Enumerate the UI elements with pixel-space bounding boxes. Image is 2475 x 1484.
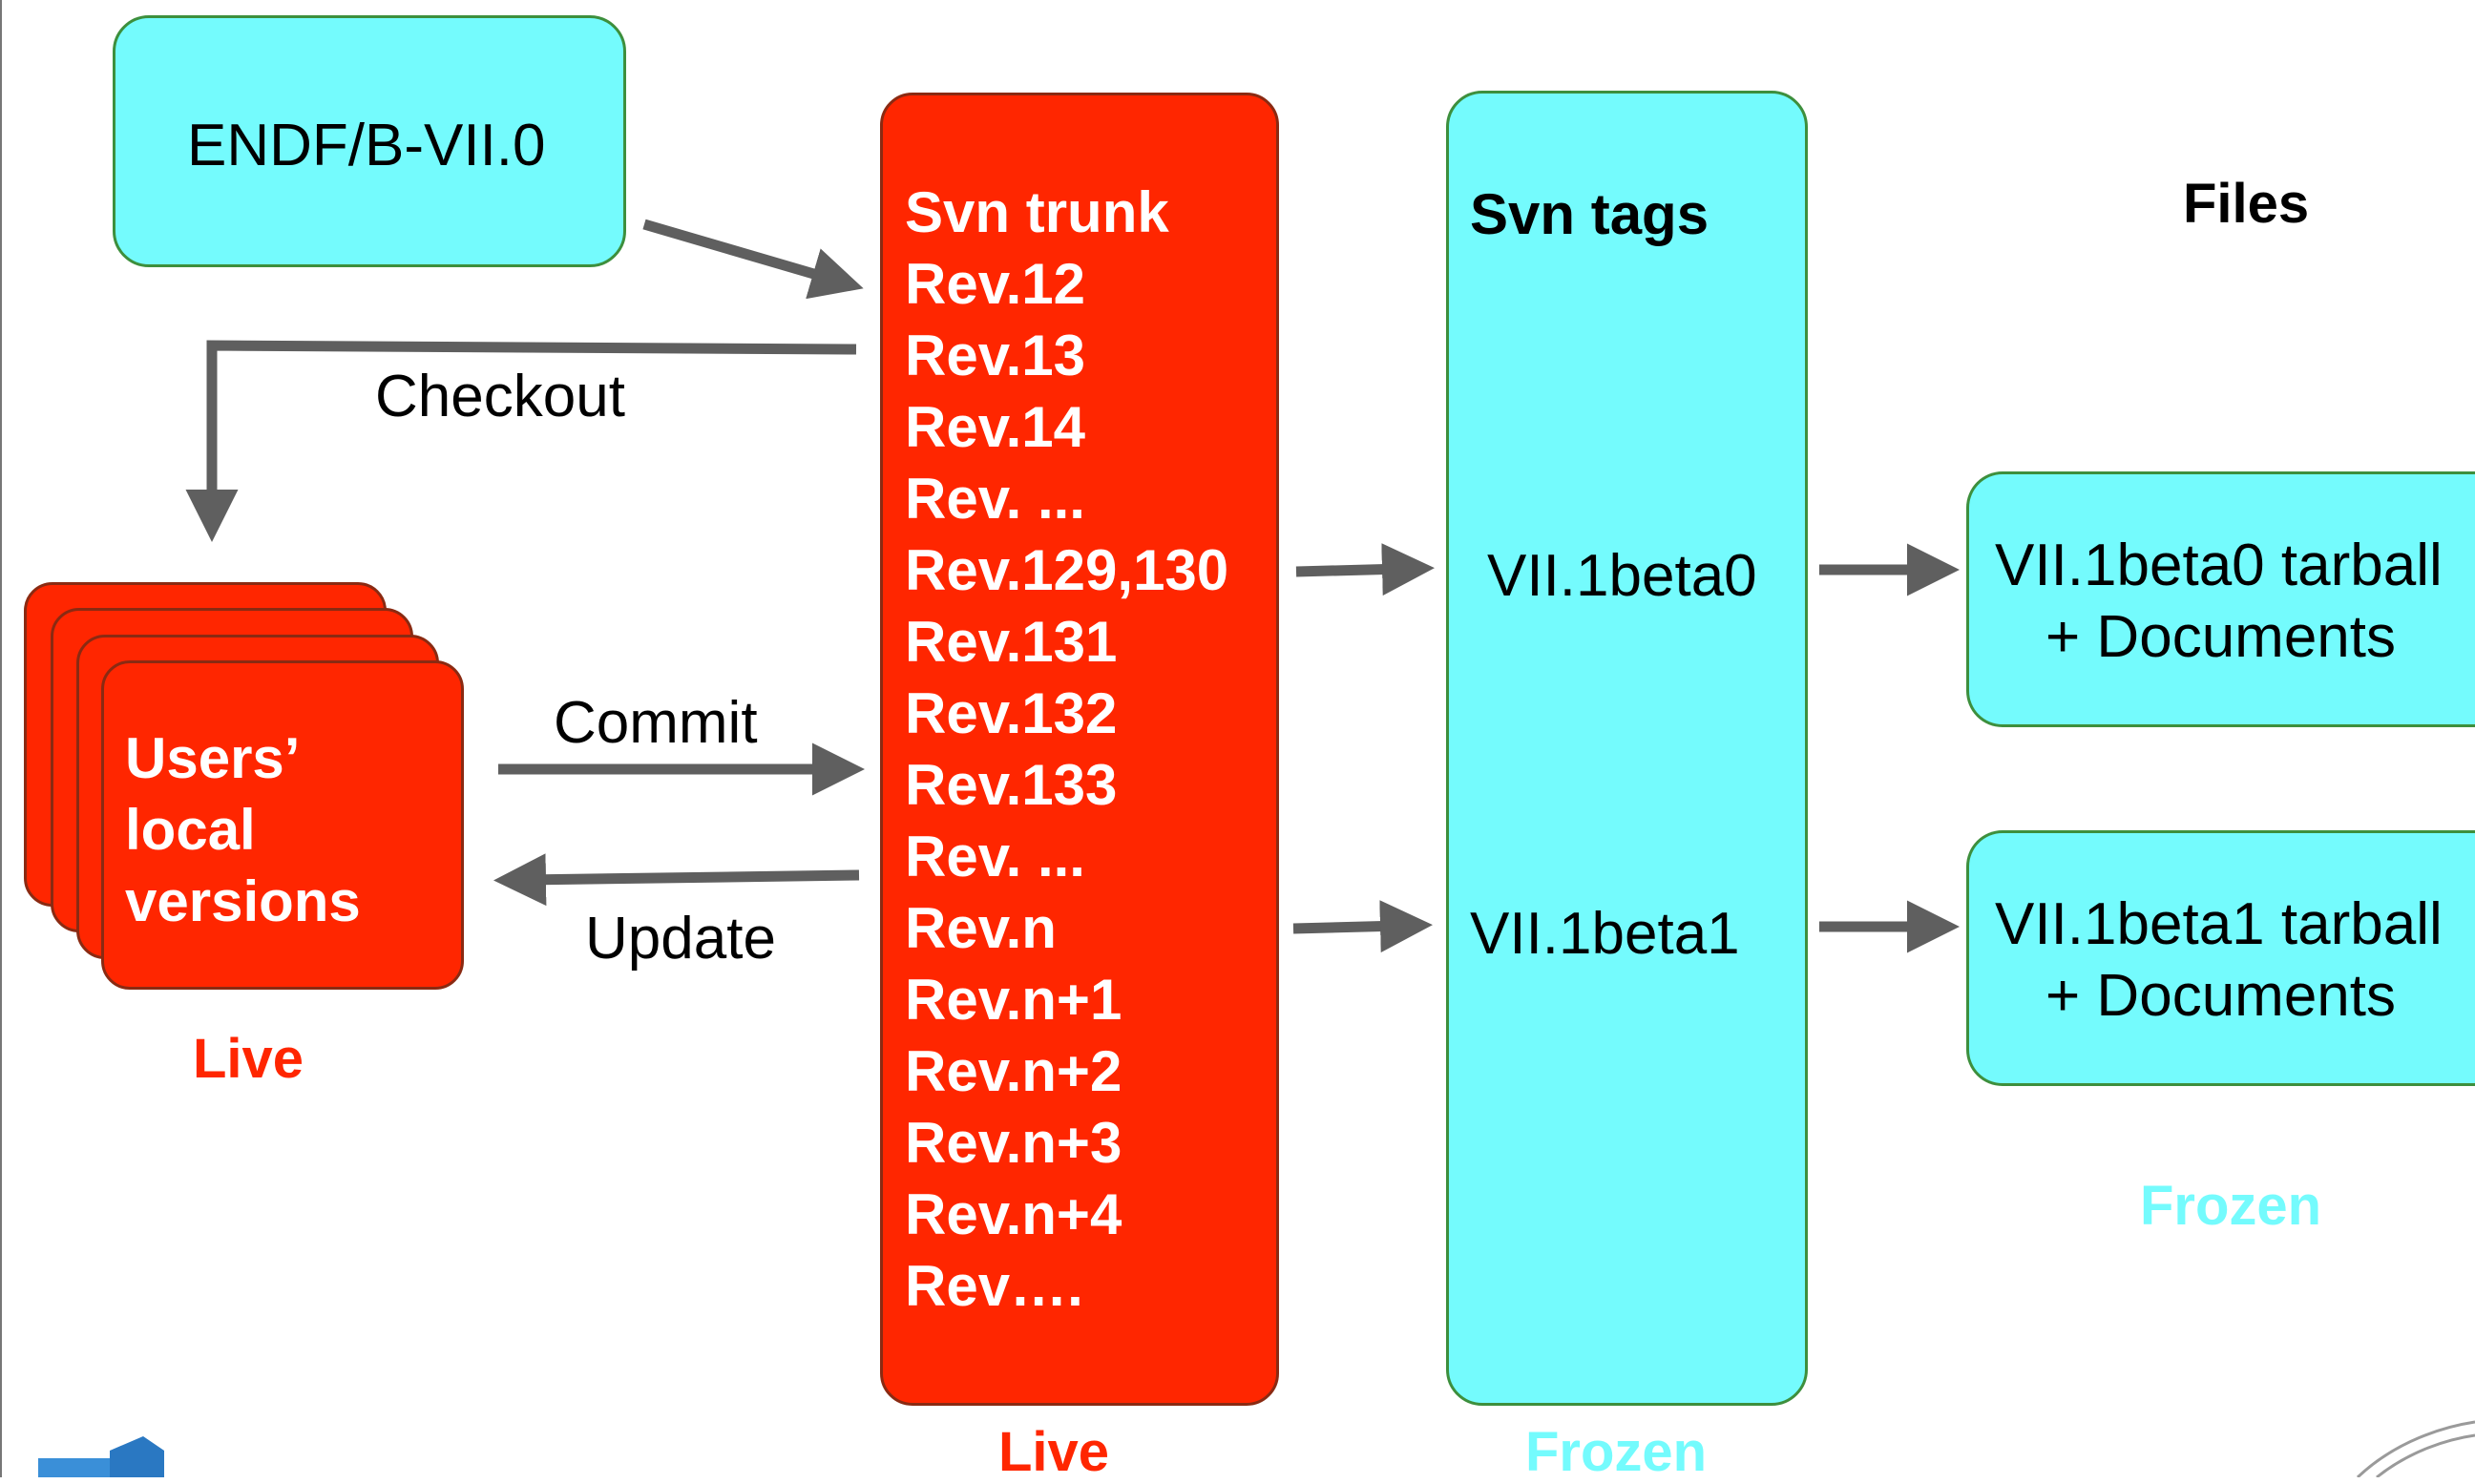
file-box-beta0: VII.1beta0 tarball + Documents	[1966, 471, 2475, 727]
trunk-revision-item: Rev.129,130	[905, 538, 1229, 602]
trunk-revision-item: Rev.n+1	[905, 968, 1122, 1032]
arrow-trunk-to-tag1	[1292, 900, 1433, 953]
user-version-card-front: Users’ local versions	[101, 660, 464, 990]
tag-vii-1beta1: VII.1beta1	[1470, 901, 1740, 967]
files-status-label: Frozen	[2140, 1175, 2322, 1237]
arrow-checkout	[185, 340, 857, 542]
trunk-revision-item: Rev.133	[905, 753, 1118, 817]
trunk-revision-item: Rev.12	[905, 252, 1086, 316]
logo-fragment-bottom-left	[38, 1436, 164, 1477]
trunk-revision-item: Rev.132	[905, 681, 1118, 745]
trunk-revision-item: Rev.n+3	[905, 1111, 1122, 1175]
svn-tags-column: Svn tags VII.1beta0 VII.1beta1	[1446, 91, 1808, 1406]
file-box-beta1: VII.1beta1 tarball + Documents	[1966, 830, 2475, 1086]
trunk-status-label: Live	[998, 1421, 1110, 1483]
tags-header: Svn tags	[1470, 182, 1709, 246]
tag-vii-1beta0: VII.1beta0	[1487, 543, 1757, 609]
source-library-box: ENDF/B-VII.0	[113, 15, 626, 267]
users-line3: versions	[125, 869, 361, 933]
trunk-revision-item: Rev. ...	[905, 467, 1085, 531]
trunk-revision-item: Rev.131	[905, 610, 1118, 674]
decorative-swirl-bottom-right	[2356, 1420, 2475, 1477]
trunk-revision-item: Rev.n+4	[905, 1182, 1122, 1246]
trunk-header: Svn trunk	[905, 180, 1169, 244]
tags-status-label: Frozen	[1525, 1421, 1708, 1483]
users-line2: local	[125, 798, 256, 862]
users-status-label: Live	[193, 1028, 304, 1090]
commit-label: Commit	[554, 690, 758, 756]
file-beta1-line2: + Documents	[2045, 963, 2397, 1029]
file-beta0-line1: VII.1beta0 tarball	[1995, 533, 2443, 598]
trunk-revision-item: Rev.14	[905, 395, 1086, 459]
update-label: Update	[585, 906, 776, 972]
users-line1: Users’	[125, 726, 301, 790]
file-beta1-line1: VII.1beta1 tarball	[1995, 891, 2443, 957]
arrow-endf-to-trunk	[642, 219, 864, 300]
trunk-revision-item: Rev….	[905, 1254, 1083, 1318]
trunk-revision-item: Rev.13	[905, 324, 1086, 387]
checkout-label: Checkout	[375, 364, 625, 429]
arrow-trunk-to-tag0	[1295, 543, 1435, 596]
trunk-revision-item: Rev.n	[905, 896, 1057, 960]
left-edge-line	[0, 0, 2, 1477]
trunk-revision-item: Rev. ...	[905, 825, 1085, 888]
arrow-update	[493, 853, 860, 907]
files-header: Files	[2183, 173, 2310, 235]
file-beta0-line2: + Documents	[2045, 604, 2397, 670]
source-library-label: ENDF/B-VII.0	[187, 113, 546, 178]
trunk-revision-item: Rev.n+2	[905, 1039, 1122, 1103]
